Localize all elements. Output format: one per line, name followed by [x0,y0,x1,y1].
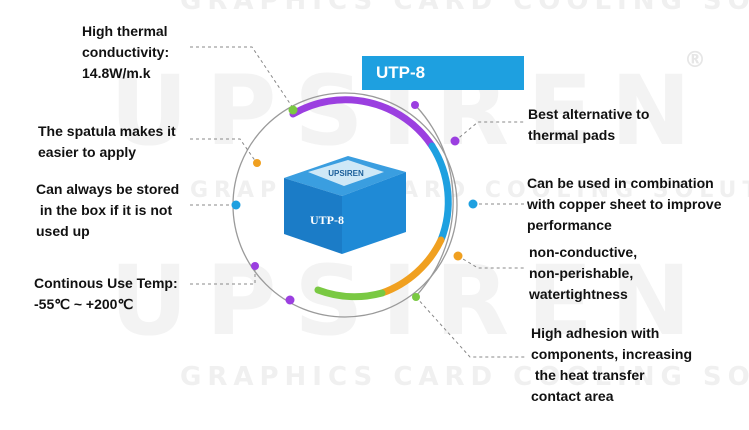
dot-purple-left [251,262,259,270]
feature-storage: Can always be stored in the box if it is… [36,181,180,239]
ring-arc-green [314,286,386,301]
watermark-tagline-bottom: GRAPHICS CARD COOLING SOLUTION [180,362,749,392]
dot-purple-bottom [285,295,295,305]
right-outer-arc [415,105,454,297]
leader-lines [190,46,525,358]
leader-line-left-2 [190,138,257,163]
dot-blue-right [468,199,478,209]
dot-purple-top-right [411,101,419,109]
feature-high-adhesion: High adhesion with components, increasin… [531,325,693,404]
dot-green-bottom [412,293,420,301]
leader-line-right-3 [457,255,525,269]
leader-line-left-4 [190,267,256,285]
leader-line-left-1 [190,46,294,109]
box-label-text: UTP-8 [310,213,344,227]
leader-line-right-1 [454,121,525,142]
feature-spatula: The spatula makes it easier to apply [38,123,176,160]
feature-copper-sheet: Can be used in combination with copper s… [527,175,722,233]
dot-orange-right [453,251,463,261]
product-box-illustration: UPSIREN UTP-8 [284,156,406,254]
feature-alternative-pads: Best alternative to thermal pads [528,106,650,143]
product-name-badge: UTP-8 [362,56,524,90]
dot-blue-left [231,200,241,210]
watermark-tagline-middle: GRAPHICS CARD COOLING SOLUTION [190,178,749,203]
watermark-tagline-top: GRAPHICS CARD COOLING SOLUTION [180,0,749,16]
ring-arc-blue [428,142,452,244]
dot-purple-right [450,136,460,146]
dot-orange-left [253,159,261,167]
ring-arc-purple [289,96,436,150]
leader-line-right-4 [415,296,525,358]
feature-use-temp: Continous Use Temp: -55℃ ~ +200℃ [34,275,178,312]
box-brand-text: UPSIREN [328,169,364,178]
registered-mark: ® [684,48,706,73]
feature-thermal-conductivity: High thermal conductivity: 14.8W/m.k [82,23,170,81]
dot-green-top [288,105,298,115]
watermark-brand-lower: UPSIREN [110,245,710,357]
ring-arc-orange [378,236,445,297]
feature-non-conductive: non-conductive, non-perishable, watertig… [529,244,638,302]
